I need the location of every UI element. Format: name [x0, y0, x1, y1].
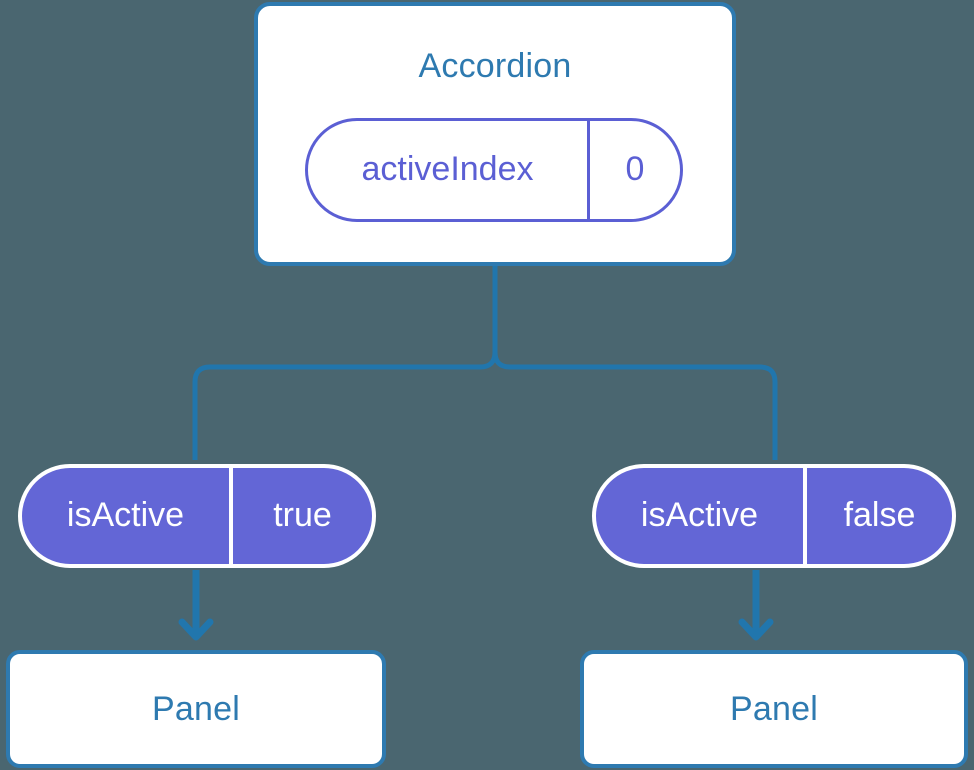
- node-panel-label: Panel: [730, 689, 818, 728]
- prop-pill-is-active-false[interactable]: isActive false: [592, 464, 956, 568]
- state-pill-key: activeIndex: [308, 121, 590, 219]
- state-pill-value: 0: [625, 149, 645, 188]
- page-title: Accordion: [418, 47, 572, 85]
- state-pill-active-index[interactable]: activeIndex 0: [305, 118, 683, 222]
- prop-pill-key: isActive: [596, 468, 807, 564]
- prop-pill-key: isActive: [22, 468, 233, 564]
- arrow-down-icon: [738, 570, 774, 641]
- node-panel-left[interactable]: Panel: [6, 650, 386, 768]
- node-panel-label: Panel: [152, 689, 240, 728]
- arrow-down-icon: [178, 570, 214, 641]
- node-panel-right[interactable]: Panel: [580, 650, 968, 768]
- prop-pill-value: false: [843, 495, 916, 534]
- prop-pill-is-active-true[interactable]: isActive true: [18, 464, 376, 568]
- prop-pill-value: true: [273, 495, 332, 534]
